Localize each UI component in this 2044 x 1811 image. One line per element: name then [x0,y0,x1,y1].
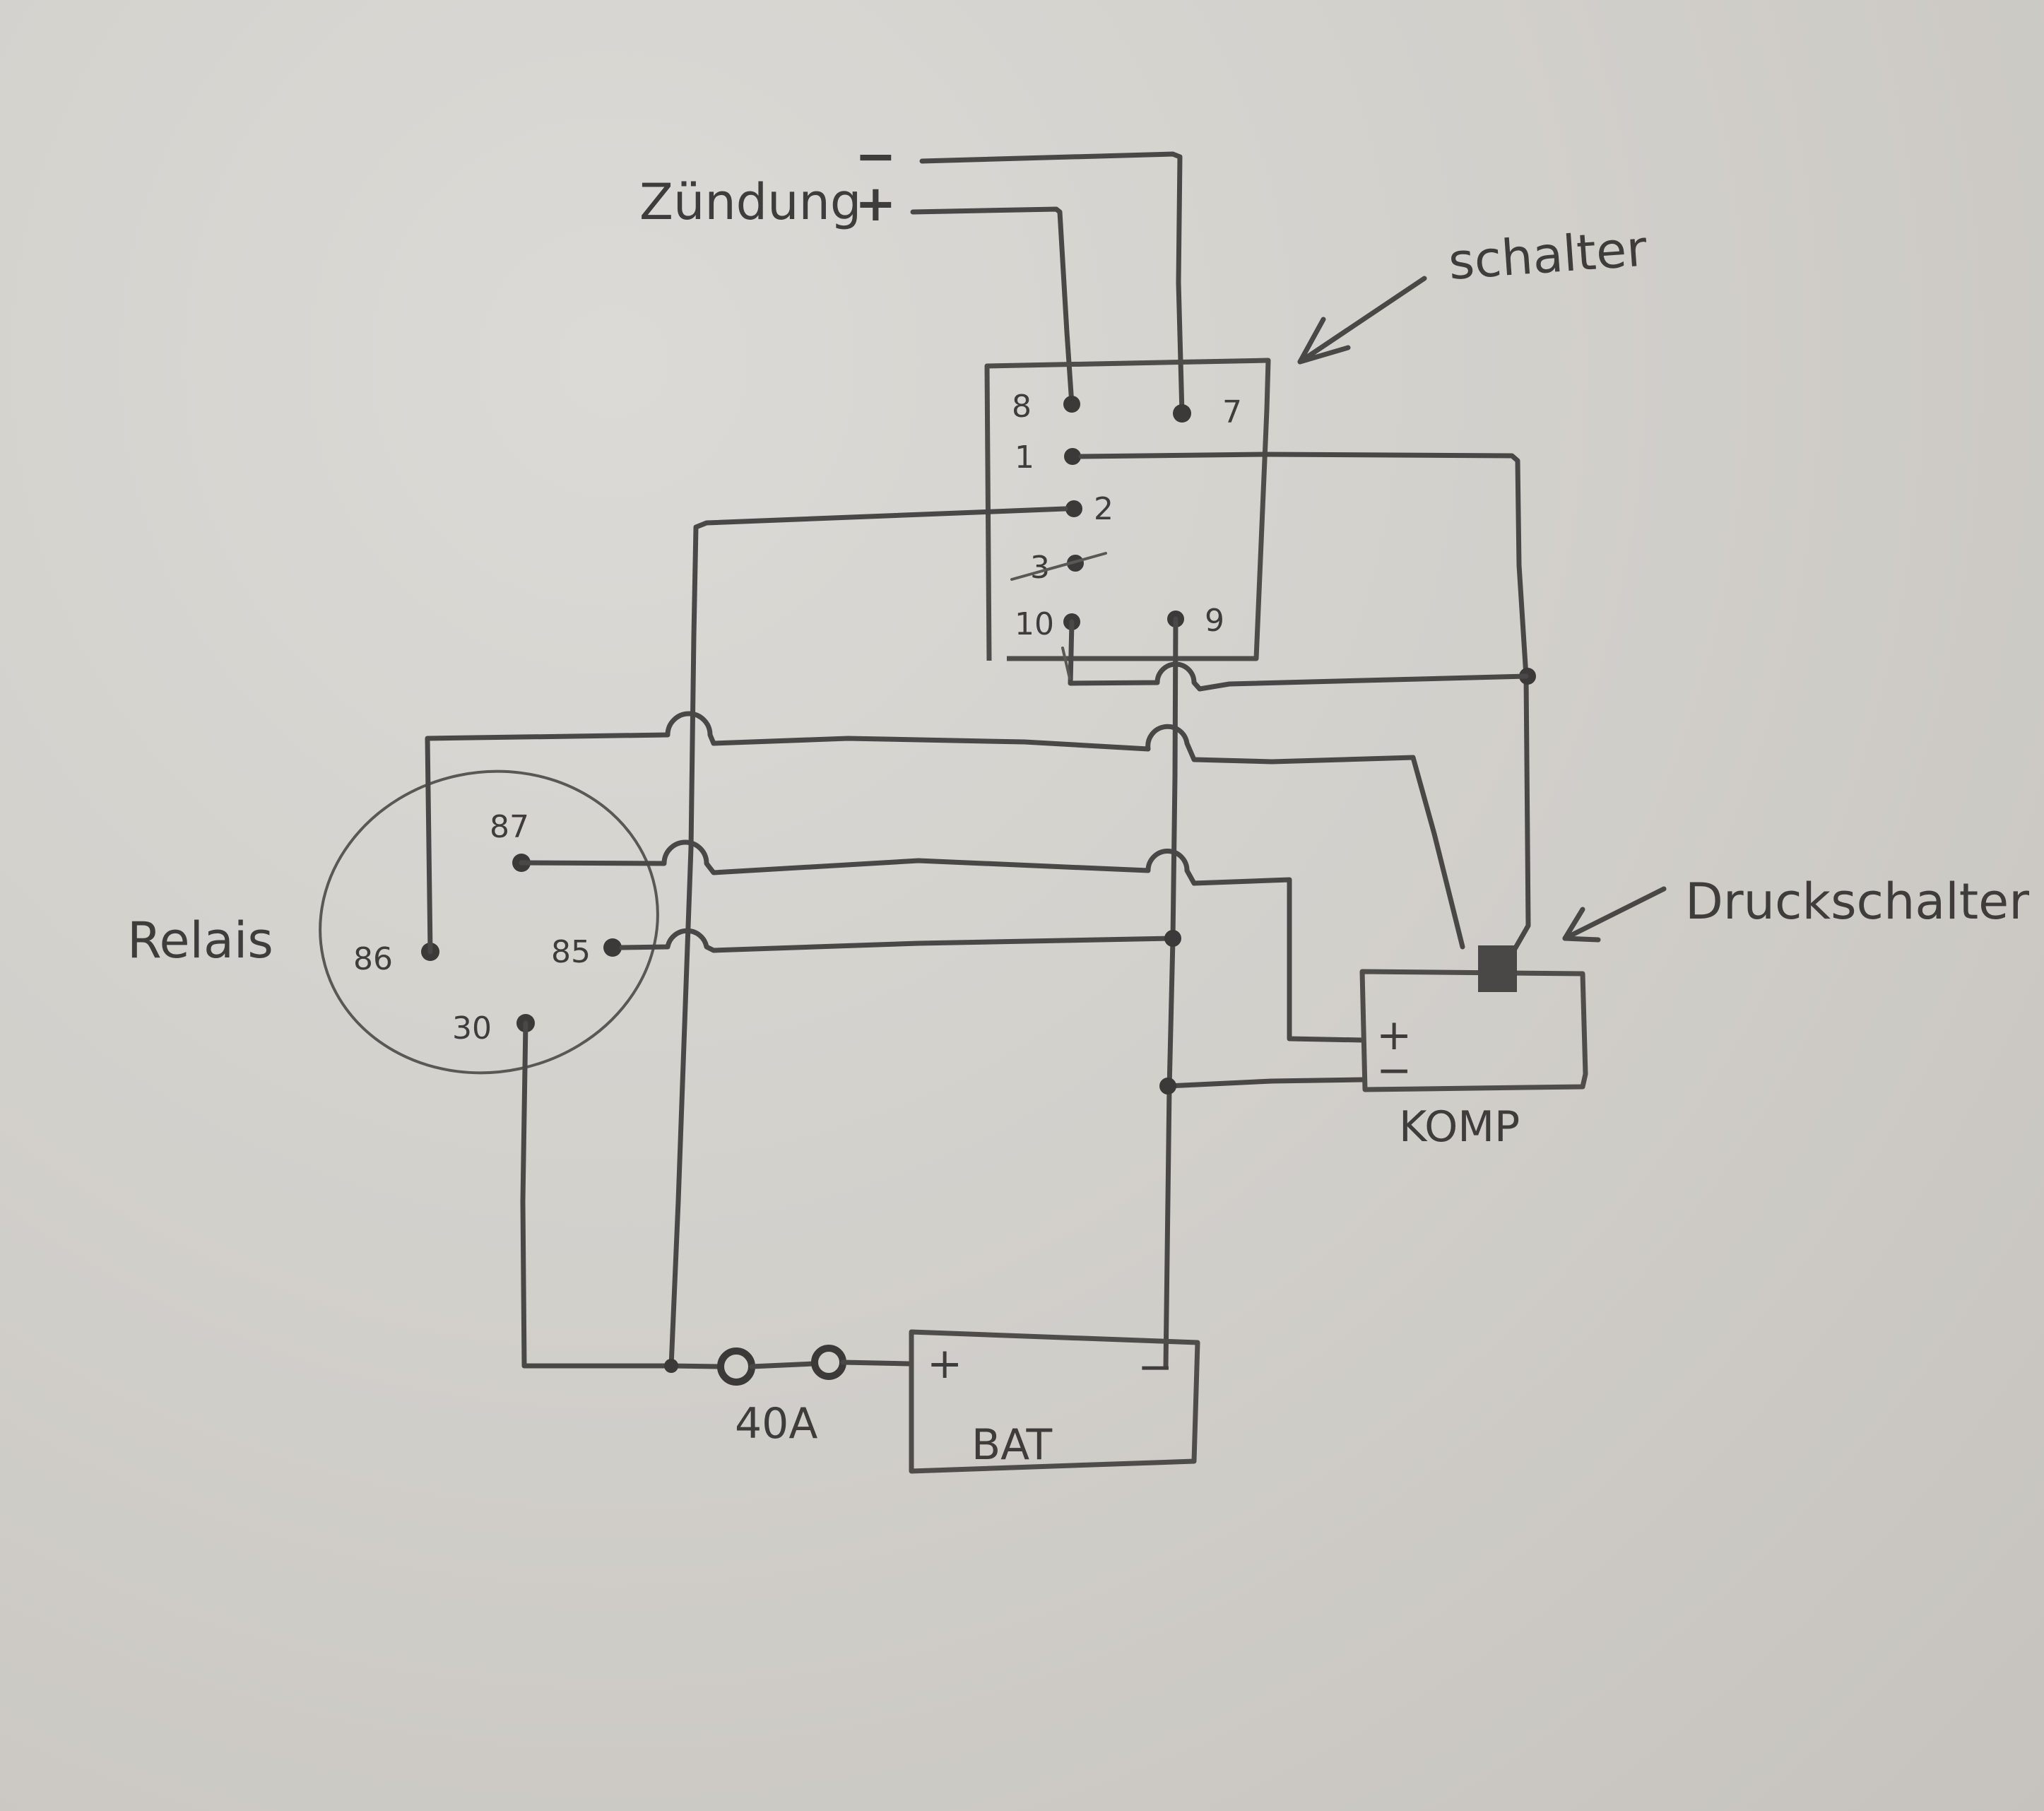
pressure-switch-label: Druckschalter [1685,873,2029,931]
relay-block: 87 86 85 30 [319,769,659,1075]
wire-pin2-to-fuse-junction [668,506,1068,1369]
fuse-terminal-right [811,1345,846,1380]
wire-relay85-to-ground-line [619,928,1176,953]
pin10-tail-mark [1061,647,1071,680]
relay-outline [319,769,659,1075]
ignition-minus-symbol: − [855,127,897,185]
compressor-minus-symbol: − [1376,1046,1412,1095]
switch-pin-8-terminal [1063,396,1080,413]
wire-ignition-minus-to-pin7 [919,151,1185,416]
wire-fuse-to-battery-plus [840,1359,911,1367]
switch-pointer-arrow [1297,276,1427,365]
switch-label: schalter [1446,220,1648,291]
ignition-plus-symbol: + [855,175,897,232]
wire-pin10-to-junction [1068,619,1529,692]
junction-relay85-ground [1164,930,1181,947]
battery-outline [909,1329,1200,1474]
switch-pin-3-label: 3 [1030,550,1050,586]
relay-label: Relais [127,912,273,969]
relay-pin-30-label: 30 [452,1010,492,1046]
relay-pin-85-label: 85 [551,934,591,970]
battery-minus-symbol: − [1138,1343,1173,1392]
fuse-label: 40A [735,1399,817,1449]
ignition-group: Zündung − + [639,127,897,232]
battery-plus-symbol: + [927,1339,962,1388]
fuse-link [749,1361,816,1369]
pressure-switch-pointer-arrow [1562,886,1667,943]
switch-pin-10-label: 10 [1015,606,1054,642]
switch-pin-7-label: 7 [1222,394,1242,430]
junction-compressor-ground [1159,1078,1176,1095]
wire-relay30-to-fuse [520,1020,722,1369]
wire-ignition-plus-to-pin8 [910,206,1075,407]
switch-pin-7-terminal [1173,404,1191,423]
wire-pin9-to-battery-minus [1163,616,1178,1370]
compressor-plus-symbol: + [1376,1010,1412,1060]
wire-relay87-to-compressor-plus [519,839,1365,1043]
wire-pin1-to-pressure-switch [1078,452,1531,957]
switch-pin-1-terminal [1064,448,1081,465]
switch-pin-1-label: 1 [1015,440,1034,476]
switch-box-outline [984,358,1271,661]
junction-pin2-relay30 [664,1359,678,1373]
fuse-terminal-left [717,1347,755,1386]
compressor-block: + − [1359,945,1588,1095]
switch-pin-2-terminal [1065,500,1082,517]
pin-3-strikethrough [1010,552,1107,581]
switch-pin-8-label: 8 [1012,389,1032,425]
switch-pin-9-label: 9 [1205,603,1224,639]
compressor-label: KOMP [1399,1102,1520,1152]
wire-compressor-minus-to-ground [1165,1077,1365,1089]
relay-pin-85-terminal [603,938,622,957]
wire-relay86-to-pressure-switch [425,711,1465,955]
relay-pin-86-label: 86 [353,941,393,977]
fuse-40a [717,1345,911,1386]
compressor-outline [1359,969,1588,1092]
battery-block: + − BAT [909,1329,1200,1474]
pressure-switch-symbol [1478,945,1517,992]
ignition-label: Zündung [639,173,861,231]
relay-pin-87-label: 87 [490,809,529,845]
battery-label: BAT [971,1420,1053,1470]
switch-pin-2-label: 2 [1094,491,1113,527]
